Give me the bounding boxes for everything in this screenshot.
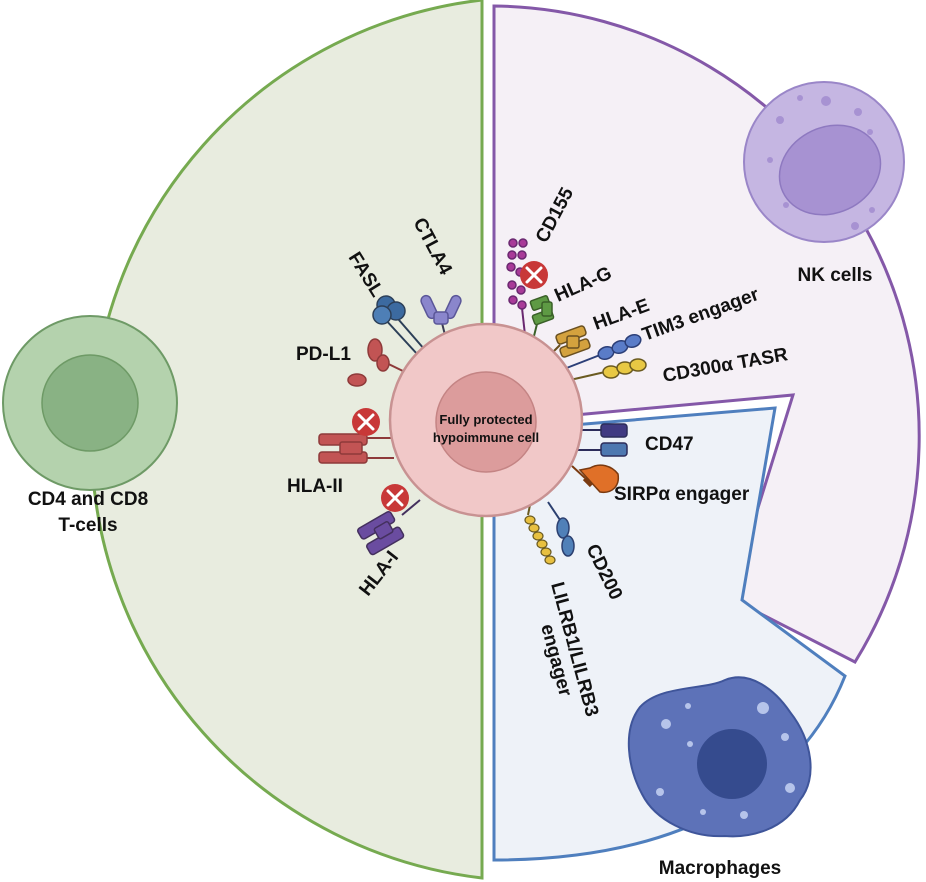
pdl1-receptor xyxy=(347,338,390,387)
ctla4-receptor xyxy=(420,294,462,325)
fasl-receptor xyxy=(372,295,406,325)
t-cell-label-line1: CD4 and CD8 xyxy=(28,489,148,510)
tim3-engager xyxy=(597,333,642,361)
cd200-receptor xyxy=(556,517,575,557)
cd300-tasr xyxy=(602,358,647,379)
macrophage-label: Macrophages xyxy=(659,858,781,879)
center-cell-label-line1: Fully protected xyxy=(439,412,532,427)
hla1-knockout-icon xyxy=(381,484,409,512)
lilrb-engager xyxy=(524,515,556,565)
cd47-label: CD47 xyxy=(645,434,694,455)
t-cell-label-line2: T-cells xyxy=(58,515,117,536)
nk-cell xyxy=(743,81,905,243)
hla2-label: HLA-II xyxy=(287,476,343,497)
center-cell-label-line2: hypoimmune cell xyxy=(433,430,539,445)
cd47-receptor xyxy=(600,423,628,457)
macrophage xyxy=(627,676,812,838)
t-cell xyxy=(2,315,178,491)
hla2-knockout-icon xyxy=(352,408,380,436)
cd155-receptor xyxy=(506,238,528,310)
hla1-receptor xyxy=(357,510,405,556)
hla2-receptor xyxy=(318,433,368,464)
pdl1-label: PD-L1 xyxy=(296,344,351,365)
sirpa-label: SIRPα engager xyxy=(614,484,750,505)
hlag-receptor xyxy=(529,295,555,326)
nk-cell-label: NK cells xyxy=(798,265,873,286)
sirpa-engager xyxy=(578,464,620,494)
hlae-receptor xyxy=(555,325,591,358)
hlag-knockout-icon xyxy=(520,261,548,289)
hypoimmune-cell xyxy=(388,322,584,518)
